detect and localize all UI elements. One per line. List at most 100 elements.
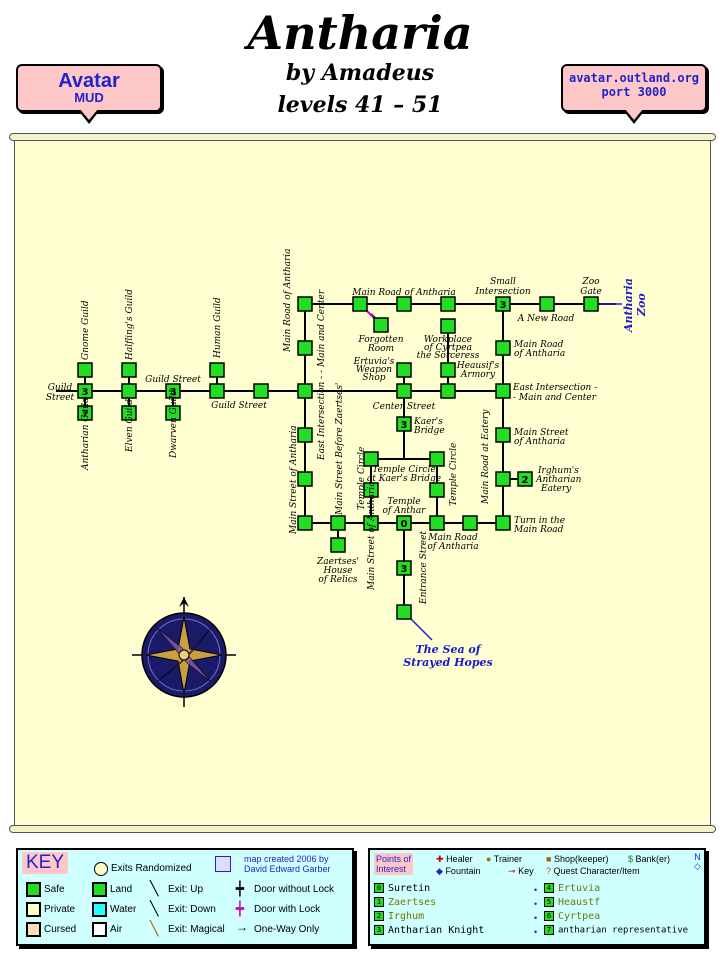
room-square bbox=[363, 515, 379, 531]
poi-bank: $ Bank(er) bbox=[628, 854, 670, 864]
parchment-scroll bbox=[9, 133, 716, 833]
room-square bbox=[297, 427, 313, 443]
server-host: avatar.outland.org bbox=[568, 71, 700, 85]
label-main-road-ne-2: of Antharia bbox=[514, 349, 565, 359]
map-room bbox=[429, 515, 445, 531]
label-temple-anthar-1: Temple bbox=[387, 497, 420, 507]
key-air: Air bbox=[110, 924, 123, 935]
label-forgotten-2: Room bbox=[367, 344, 394, 354]
poi-entry-1-num: 1 bbox=[374, 897, 384, 907]
label-forgotten-1: Forgotten bbox=[357, 335, 403, 345]
label-guild-street-mid: Guild Street bbox=[145, 375, 201, 385]
poi-trainer-label: Trainer bbox=[493, 854, 522, 864]
poi-title-2: Interest bbox=[376, 864, 407, 874]
map-room bbox=[165, 405, 181, 421]
server-badge: avatar.outland.org port 3000 bbox=[561, 64, 707, 124]
label-main-road-vert: Main Road of Antharia bbox=[283, 248, 293, 353]
poi-entry-2-num: 2 bbox=[374, 911, 384, 921]
poi-shop-label: Shop(keeper) bbox=[553, 854, 609, 864]
poi-entry-0: 0 Suretin bbox=[374, 883, 430, 894]
room-square bbox=[462, 515, 478, 531]
map-room bbox=[429, 451, 445, 467]
room-square bbox=[373, 317, 389, 333]
room-square bbox=[253, 383, 269, 399]
door-no-lock-icon: ┿ bbox=[236, 881, 244, 896]
room-square bbox=[297, 340, 313, 356]
label-workplace-3: the Sorceress bbox=[417, 351, 480, 361]
label-small-int-2: Intersection bbox=[474, 287, 530, 297]
label-temple-circle-right: Temple Circle bbox=[449, 443, 459, 506]
room-square bbox=[121, 405, 137, 421]
room-square bbox=[297, 471, 313, 487]
water-swatch bbox=[92, 902, 107, 917]
room-square bbox=[121, 383, 137, 399]
map-room bbox=[495, 515, 511, 531]
map-room bbox=[209, 383, 225, 399]
map-room bbox=[440, 318, 456, 334]
key-land: Land bbox=[110, 884, 133, 895]
room-number: 3 bbox=[170, 387, 177, 398]
points-of-interest-panel: Points of Interest ✚ Healer ● Trainer ■ … bbox=[368, 848, 706, 946]
room-square bbox=[517, 471, 533, 487]
poi-healer-label: Healer bbox=[446, 854, 473, 864]
label-entrance-street: Entrance Street bbox=[419, 531, 429, 605]
label-kaers-1: Kaer's bbox=[413, 417, 443, 427]
land-swatch bbox=[92, 882, 107, 897]
label-zoo-gate-1: Zoo bbox=[581, 277, 600, 287]
poi-title-1: Points of bbox=[376, 854, 412, 864]
map-room bbox=[297, 471, 313, 487]
label-main-street-vert: Main Street of Antharia bbox=[289, 425, 299, 535]
room-square bbox=[396, 604, 412, 620]
room-square bbox=[440, 383, 456, 399]
poi-entry-7-num: 7 bbox=[544, 925, 554, 935]
key-door-lock: Door with Lock bbox=[254, 904, 321, 915]
map-room: 7 bbox=[77, 405, 93, 421]
room-square bbox=[363, 451, 379, 467]
label-small-int-1: Small bbox=[490, 277, 516, 287]
cursed-swatch bbox=[26, 922, 41, 937]
key-exit-down: Exit: Down bbox=[168, 904, 216, 915]
key-credit-1: map created 2006 by bbox=[244, 854, 329, 864]
map-room bbox=[352, 296, 368, 312]
map-room bbox=[495, 340, 511, 356]
label-sea-1: The Sea of bbox=[416, 643, 483, 656]
map-room bbox=[330, 537, 346, 553]
room-square bbox=[440, 362, 456, 378]
room-square bbox=[495, 471, 511, 487]
map-room bbox=[77, 362, 93, 378]
map-room bbox=[462, 515, 478, 531]
room-square bbox=[429, 515, 445, 531]
room-square bbox=[330, 515, 346, 531]
compass-n-icon: N◇ bbox=[694, 852, 701, 871]
safe-swatch bbox=[26, 882, 41, 897]
label-east-int-2: - Main and Center bbox=[513, 393, 597, 403]
room-square bbox=[429, 451, 445, 467]
label-antharian-guild: Antharian Guild bbox=[81, 397, 91, 471]
door-lock-icon: ┿ bbox=[236, 901, 244, 916]
badge-avatar: Avatar bbox=[58, 70, 120, 92]
poi-bank-label: Bank(er) bbox=[635, 854, 671, 864]
map-room bbox=[495, 427, 511, 443]
poi-entry-0-num: 0 bbox=[374, 883, 384, 893]
label-guild-street-left-2: Street bbox=[46, 393, 75, 403]
map-room: 0 bbox=[396, 515, 412, 531]
one-way-icon: → bbox=[236, 920, 248, 934]
room-number: 3 bbox=[500, 300, 507, 311]
room-square bbox=[352, 296, 368, 312]
room-square bbox=[77, 362, 93, 378]
map-room bbox=[495, 383, 511, 399]
key-safe: Safe bbox=[44, 884, 65, 895]
poi-entry-1-name: Zaertses bbox=[388, 897, 437, 908]
label-guild-street-left-1: Guild bbox=[48, 383, 73, 393]
label-kaers-2: Bridge bbox=[413, 426, 445, 436]
label-zoo-gate-2: Gate bbox=[580, 287, 602, 297]
poi-entry-0-name: Suretin bbox=[388, 883, 431, 894]
map-labels: Main Road of Antharia Small Intersection… bbox=[46, 248, 648, 669]
label-antharia-zoo-2: Zoo bbox=[635, 293, 648, 317]
room-square bbox=[330, 537, 346, 553]
map-room bbox=[121, 383, 137, 399]
poi-healer: ✚ Healer bbox=[436, 854, 473, 865]
